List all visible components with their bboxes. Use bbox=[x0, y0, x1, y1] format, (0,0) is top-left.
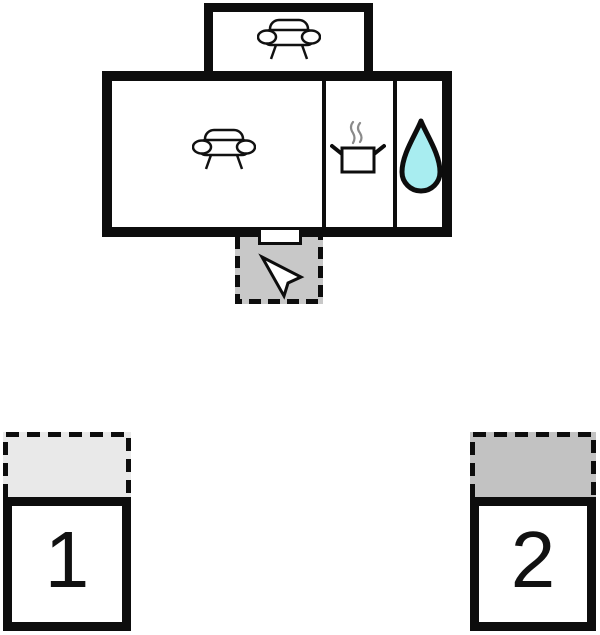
annex-lounge-room bbox=[204, 3, 373, 71]
water-drop-icon bbox=[399, 118, 443, 194]
interior-wall bbox=[322, 81, 326, 227]
room-number-2: 2 bbox=[510, 515, 556, 604]
entrance-arrow-icon bbox=[258, 253, 305, 300]
terrace-2 bbox=[470, 432, 596, 497]
entrance-dashed-border bbox=[235, 237, 323, 304]
entrance-door bbox=[258, 227, 302, 245]
terrace-2-dashed-border bbox=[470, 432, 596, 497]
interior-wall bbox=[393, 81, 397, 227]
terrace-1-dashed-border bbox=[3, 432, 131, 497]
sofa-icon bbox=[192, 128, 256, 170]
outbuilding-2: 2 bbox=[470, 497, 596, 631]
outbuilding-1: 1 bbox=[3, 497, 131, 631]
room-number-1: 1 bbox=[44, 515, 90, 604]
terrace-1 bbox=[3, 432, 131, 497]
entrance-area bbox=[235, 237, 323, 304]
sofa-icon bbox=[257, 18, 321, 60]
stove-pot-icon bbox=[330, 120, 386, 174]
